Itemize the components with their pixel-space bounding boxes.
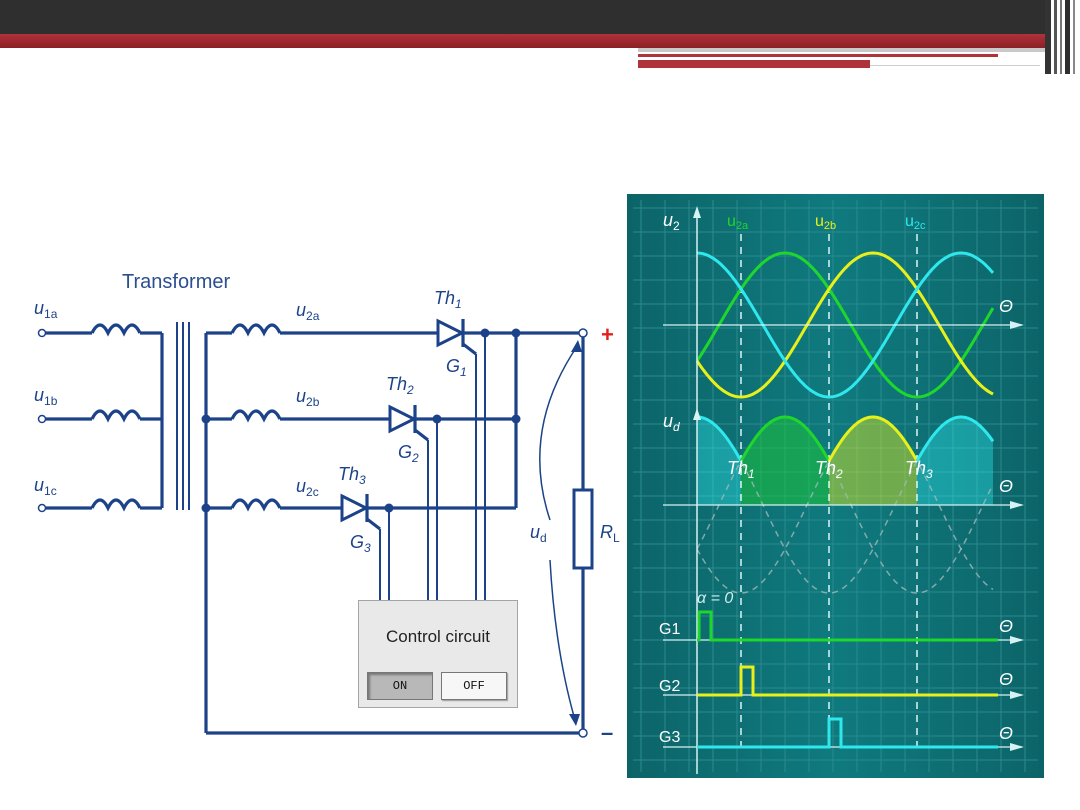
ud-region-fill: [697, 417, 741, 505]
theta-label-u2: Θ: [999, 296, 1013, 316]
control-circuit-panel: Control circuit ON OFF: [358, 600, 518, 708]
input-terminal-c: [37, 503, 47, 513]
region-label-th3: Th3: [905, 458, 933, 481]
input-label-b: u1b: [34, 385, 58, 408]
region-label-th2: Th2: [815, 458, 843, 481]
ud-label: ud: [530, 522, 547, 545]
gate-row-label-g2: G2: [659, 678, 680, 695]
waveform-panel: u2 ud u2a u2b u2c Θ Θ Θ Θ Θ Th1 Th2 Th3 …: [627, 194, 1044, 778]
u2-phase-curve-3: [696, 251, 995, 399]
on-button[interactable]: ON: [367, 672, 433, 700]
ud-axis-arrow: [693, 408, 701, 420]
theta-axis-arrow-1: [1010, 501, 1024, 509]
theta-label-g2: Θ: [999, 669, 1013, 689]
gate-row-label-g1: G1: [659, 621, 680, 638]
thyristor-th2: [388, 404, 429, 442]
theta-axis-arrow-3: [1010, 691, 1024, 699]
theta-axis-arrow-2: [1010, 636, 1024, 644]
rectifier-circuit: Transformer: [34, 271, 620, 745]
output-terminal-plus: [578, 328, 588, 338]
transformer-label: Transformer: [122, 271, 231, 293]
accent-stripe-lines: [638, 48, 1045, 68]
ud-region-fill: [741, 417, 829, 505]
accent-stripe: [0, 34, 1045, 48]
ud-axis-label: ud: [663, 411, 680, 434]
theta-axis-arrow-0: [1010, 321, 1024, 329]
theta-axis-arrow-4: [1010, 743, 1024, 751]
thyristor-th3: [340, 493, 381, 531]
primary-coil-c: [90, 498, 142, 512]
input-label-c: u1c: [34, 475, 57, 498]
minus-sign: –: [601, 720, 613, 745]
primary-coil-b: [90, 409, 142, 423]
u2-axis-arrow: [693, 206, 701, 218]
primary-coil-a: [90, 323, 142, 337]
theta-label-ud: Θ: [999, 476, 1013, 496]
th3-label: Th3: [338, 464, 366, 487]
secondary-coil-a: [230, 323, 282, 337]
legend-u2b: u2b: [815, 213, 836, 232]
u2-phase-curve-1: [695, 251, 995, 399]
rl-label: RL: [600, 522, 620, 545]
ud-output-curve: [915, 415, 995, 462]
g2-label: G2: [398, 442, 419, 465]
input-terminal-b: [37, 414, 47, 424]
u2-axis-label: u2: [663, 210, 680, 233]
input-terminal-a: [37, 328, 47, 338]
gate-pulse-g3: [697, 717, 998, 749]
theta-label-g3: Θ: [999, 723, 1013, 743]
transformer-core: [176, 322, 190, 510]
secondary-coil-c: [230, 498, 282, 512]
ud-voltage-arrow: [539, 344, 579, 721]
corner-decoration: [1045, 0, 1080, 74]
region-label-th1: Th1: [727, 458, 755, 481]
g1-label: G1: [446, 356, 467, 379]
ud-region-fill: [829, 417, 917, 505]
ud-output-curve: [697, 415, 743, 462]
ud-output-curve: [739, 415, 831, 462]
th1-label: Th1: [434, 288, 462, 311]
ud-phase-trace-1: [696, 416, 994, 594]
secondary-label-b: u2b: [296, 386, 320, 409]
gate-row-label-g3: G3: [659, 729, 680, 746]
title-bar: [0, 0, 1080, 34]
thyristor-th1: [436, 318, 477, 356]
gate-pulse-g2: [697, 665, 998, 697]
alpha-label: α = 0: [697, 590, 733, 607]
load-resistor: [572, 488, 594, 570]
off-button[interactable]: OFF: [441, 672, 507, 700]
control-circuit-title: Control circuit: [386, 627, 490, 646]
legend-u2a: u2a: [727, 213, 749, 232]
secondary-label-c: u2c: [296, 476, 319, 499]
output-terminal-minus: [578, 728, 588, 738]
secondary-coil-b: [230, 409, 282, 423]
plus-sign: +: [601, 322, 614, 347]
u2-phase-curve-2: [695, 251, 994, 399]
gate-pulse-g1: [697, 610, 998, 642]
theta-label-g1: Θ: [999, 616, 1013, 636]
input-label-a: u1a: [34, 298, 58, 321]
ud-output-curve: [827, 415, 919, 462]
ud-phase-trace-3: [696, 416, 994, 594]
secondary-label-a: u2a: [296, 300, 320, 323]
legend-u2c: u2c: [905, 213, 926, 232]
th2-label: Th2: [386, 374, 414, 397]
g3-label: G3: [350, 532, 371, 555]
gate-wires: [379, 333, 486, 600]
ud-region-fill: [917, 417, 993, 505]
